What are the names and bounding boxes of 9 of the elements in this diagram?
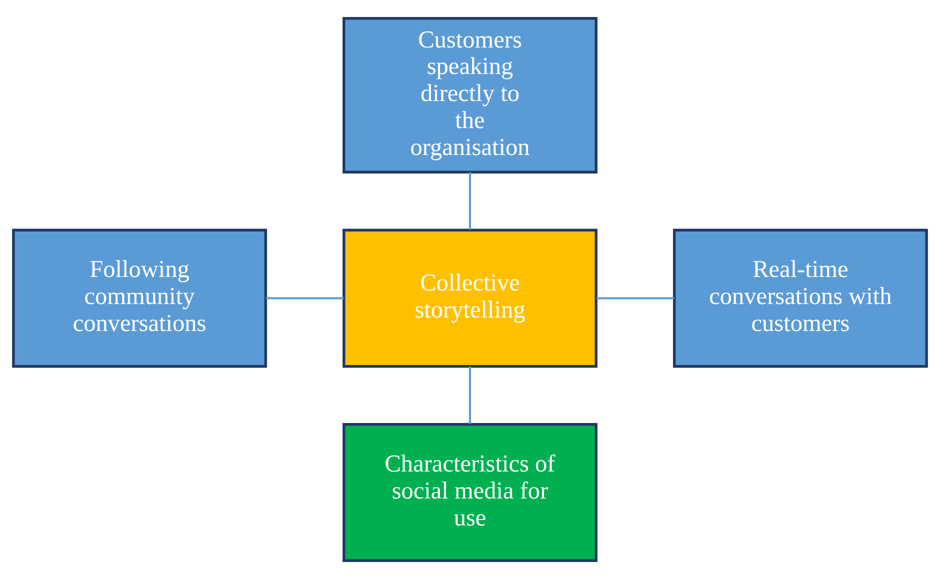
node-box: Following community conversations [12, 228, 268, 368]
connector [596, 297, 674, 300]
node-box: Collective storytelling [342, 228, 598, 368]
node-box: Real-time conversations with customers [673, 228, 928, 368]
node-box: Customers speaking directly to the organisation [342, 17, 598, 174]
connector [468, 172, 472, 230]
connector [468, 366, 472, 424]
connector [266, 297, 344, 300]
node-box: Characteristics of social media for use [342, 423, 598, 562]
